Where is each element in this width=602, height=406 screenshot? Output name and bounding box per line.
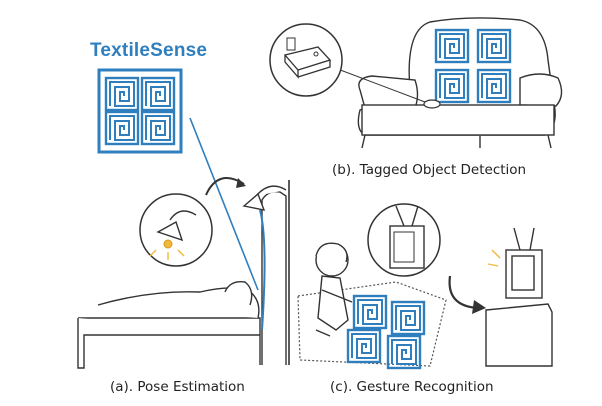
connector-line — [189, 117, 259, 291]
child-icon — [315, 242, 353, 337]
arrow-head — [236, 178, 246, 188]
tv-icon — [367, 203, 441, 277]
tv-on-stand-icon — [485, 227, 553, 367]
caption-pose-estimation: (a). Pose Estimation — [110, 379, 245, 395]
bed-textile-strip — [259, 209, 266, 331]
bed-icon — [77, 190, 287, 369]
wallet-on-sofa — [423, 99, 441, 109]
brand-title: TextileSense — [90, 40, 208, 61]
caption-gesture-recognition: (c). Gesture Recognition — [330, 379, 494, 395]
wall-lamp-icon — [242, 185, 287, 211]
wallet-icon — [269, 23, 343, 97]
desk-lamp-icon — [139, 193, 213, 267]
gesture-arrow-head — [472, 300, 486, 314]
caption-tagged-object-detection: (b). Tagged Object Detection — [332, 162, 527, 178]
textile-pattern-icon — [97, 68, 183, 154]
zoom-line — [334, 67, 426, 103]
